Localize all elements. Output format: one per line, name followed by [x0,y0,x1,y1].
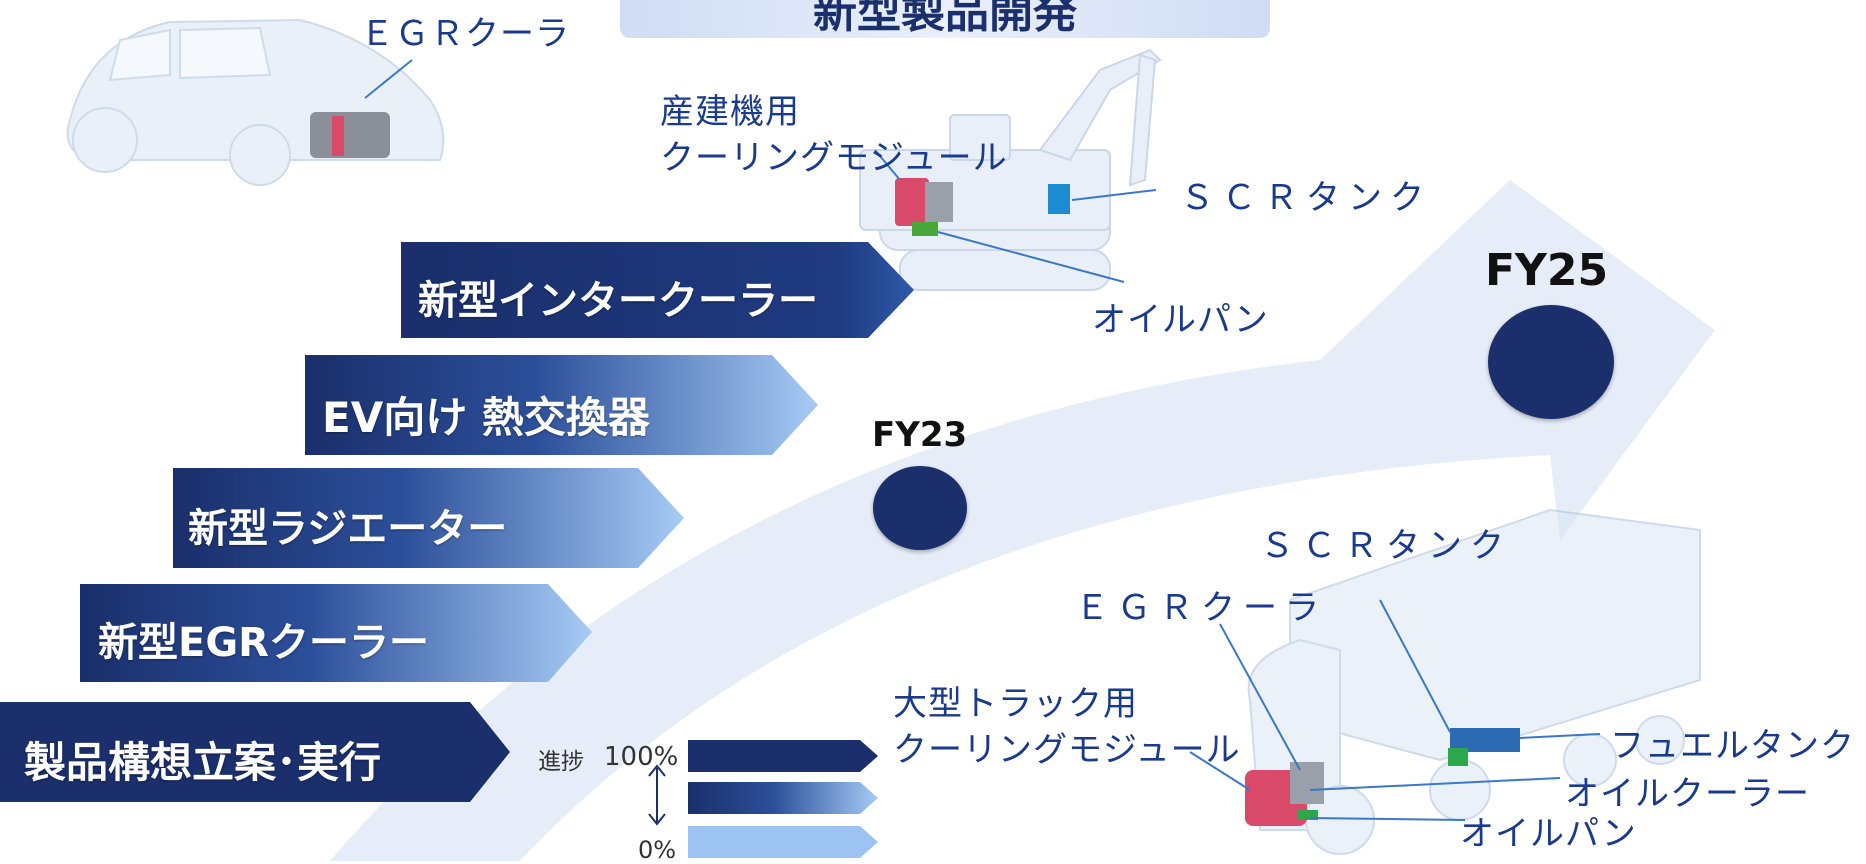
car-egr-cooler-label: ＥＧＲクーラ [360,14,570,54]
milestone-fy23-marker [873,466,967,550]
legend-arrow-full [688,740,878,772]
excavator-cooling-module-label-2: クーリングモジュール [660,138,1008,178]
truck-oil-pan-label: オイルパン [1460,814,1637,854]
legend-arrow-mid [688,782,878,814]
step-arrow-shape [80,584,592,682]
step-new-egr-cooler: 新型EGRクーラー [98,620,429,666]
excavator-cooling-module-label-1: 産建機用 [660,92,800,132]
truck-cooling-module-label-2: クーリングモジュール [893,730,1241,770]
truck-egr-cooler-label: ＥＧＲクーラ [1075,588,1327,628]
step-arrow-shape [173,468,684,568]
milestone-fy25-label: FY25 [1485,245,1609,296]
legend-arrow-empty [688,826,878,858]
excavator-scr-tank-label: ＳＣＲタンク [1180,178,1432,218]
step-new-radiator: 新型ラジエーター [188,506,508,552]
legend-low-label: 0% [638,836,677,864]
legend-high-label: 100% [604,742,679,772]
truck-cooling-module-label-1: 大型トラック用 [893,684,1138,724]
step-arrow-shape [305,355,818,455]
step-ev-heat-exchanger: EV向け 熱交換器 [322,393,650,442]
page-title: 新型製品開発 [813,0,1077,38]
step-arrow-shape [401,242,914,338]
truck-fuel-tank-label: フュエルタンク [1610,726,1855,766]
title-banner [620,0,1270,38]
milestone-fy25-marker [1488,305,1614,419]
truck-scr-tank-label: ＳＣＲタンク [1260,526,1512,566]
step-arrow-shape [0,702,510,802]
truck-oil-cooler-label: オイルクーラー [1565,774,1810,814]
legend-progress-title: 進捗 [538,749,584,775]
step-new-intercooler: 新型インタークーラー [418,278,818,324]
excavator-oil-pan-label: オイルパン [1092,300,1269,340]
milestone-fy23-label: FY23 [872,415,968,455]
step-product-planning: 製品構想立案･実行 [24,738,382,787]
